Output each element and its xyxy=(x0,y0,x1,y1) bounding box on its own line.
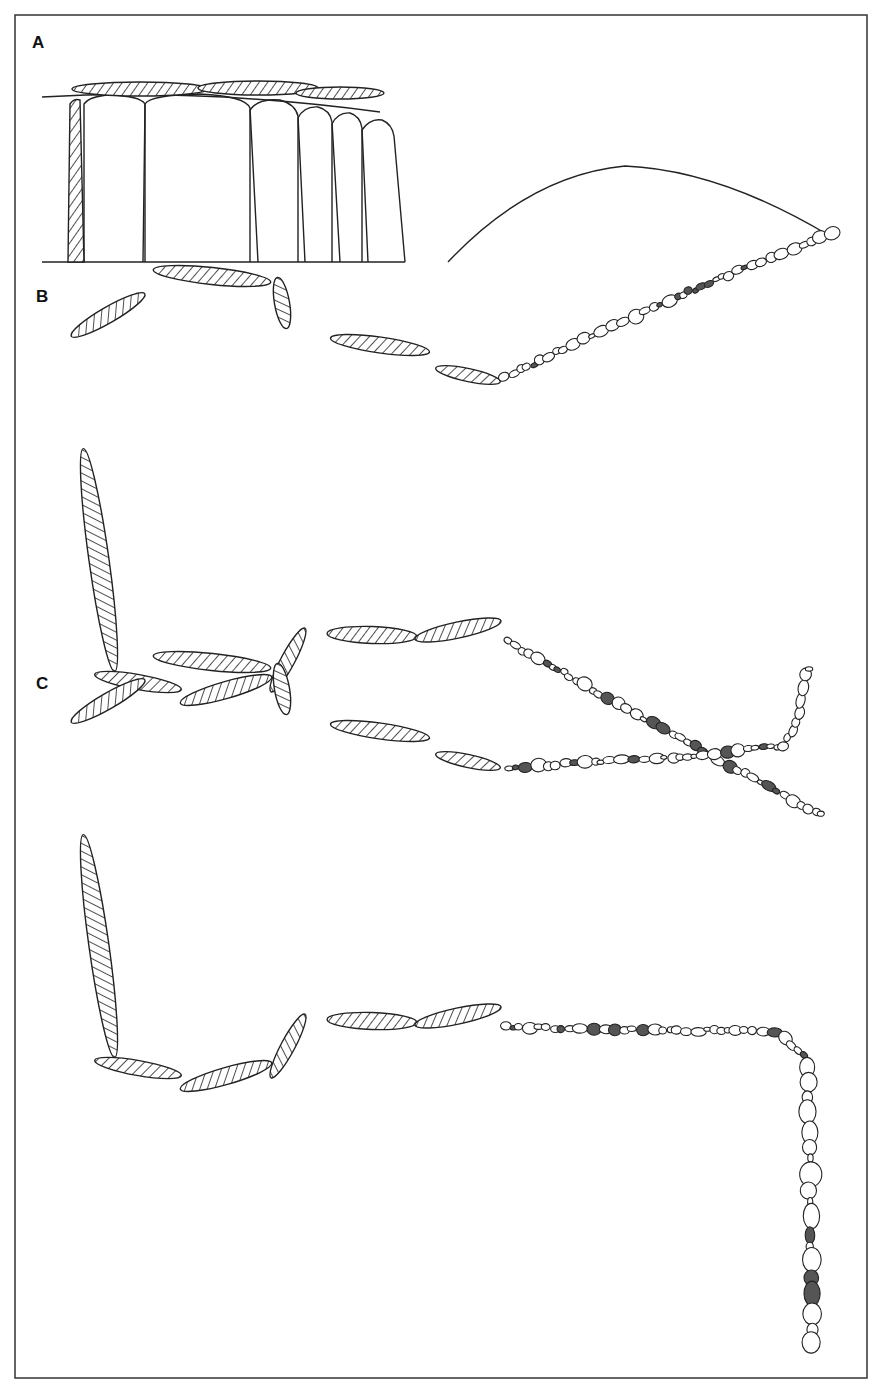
pebble xyxy=(661,755,667,759)
pebble xyxy=(739,1026,748,1033)
pebble xyxy=(707,748,722,761)
pebble xyxy=(800,1072,817,1092)
orthostat xyxy=(413,613,502,647)
orthostat xyxy=(270,276,294,330)
orthostat xyxy=(178,1055,274,1098)
panel-letter: A xyxy=(32,34,44,51)
orthostat xyxy=(327,625,418,645)
pebble xyxy=(683,286,694,296)
pebble xyxy=(751,745,759,751)
orthostat xyxy=(73,447,124,673)
pebble xyxy=(808,1154,814,1162)
panel-letter: B xyxy=(36,288,48,305)
pebble xyxy=(628,755,641,763)
pebble xyxy=(671,1026,681,1034)
pebble xyxy=(730,743,745,758)
pebble xyxy=(805,1227,815,1244)
pebble xyxy=(805,667,812,671)
panel-letter: C xyxy=(36,675,48,692)
pebble xyxy=(639,756,650,763)
orthostat xyxy=(329,330,430,360)
pebble xyxy=(514,1024,522,1031)
orthostat xyxy=(152,647,271,676)
frame xyxy=(15,15,867,1378)
orthostat xyxy=(67,673,149,729)
pebble xyxy=(627,1026,636,1032)
pebble xyxy=(797,679,810,697)
pebble xyxy=(800,1182,816,1199)
orthostat xyxy=(73,833,124,1059)
orthostat xyxy=(434,748,501,774)
orthostat xyxy=(152,261,271,290)
pebble xyxy=(803,1203,820,1229)
pebble xyxy=(521,362,532,372)
pebble-rows xyxy=(497,224,842,1353)
pebble xyxy=(802,1247,821,1272)
pebble xyxy=(802,1139,816,1155)
orthostat xyxy=(265,1011,311,1081)
orthostats xyxy=(67,261,503,1097)
pebble xyxy=(748,1026,757,1034)
orthostat xyxy=(434,362,501,388)
pebble xyxy=(518,762,532,773)
pebble xyxy=(767,744,775,749)
pebble xyxy=(802,1332,820,1354)
pebble xyxy=(804,1281,820,1306)
pebble xyxy=(541,1024,550,1031)
orthostat xyxy=(413,999,502,1033)
orthostat xyxy=(327,1011,418,1031)
pebble xyxy=(577,755,594,769)
pebble xyxy=(557,1026,565,1033)
pebble xyxy=(822,224,842,242)
orthostat xyxy=(270,662,294,716)
orthostat xyxy=(329,716,430,746)
pebble xyxy=(553,666,562,674)
pebble xyxy=(512,765,519,770)
pebble xyxy=(799,667,813,681)
elevation-view xyxy=(42,81,830,262)
pebble xyxy=(563,672,574,682)
pebble xyxy=(803,1303,822,1325)
pebble xyxy=(500,1022,511,1030)
pebble xyxy=(659,1027,667,1034)
orthostat xyxy=(67,287,149,343)
orthostat xyxy=(178,669,274,712)
pebble xyxy=(817,811,824,816)
pebble xyxy=(799,1100,817,1124)
pebble xyxy=(550,761,560,770)
pebble xyxy=(681,1028,692,1036)
pebble xyxy=(497,371,511,383)
orthostat xyxy=(93,1053,182,1083)
pebble xyxy=(772,787,781,795)
pebble xyxy=(777,741,790,752)
pebble xyxy=(572,1024,587,1034)
